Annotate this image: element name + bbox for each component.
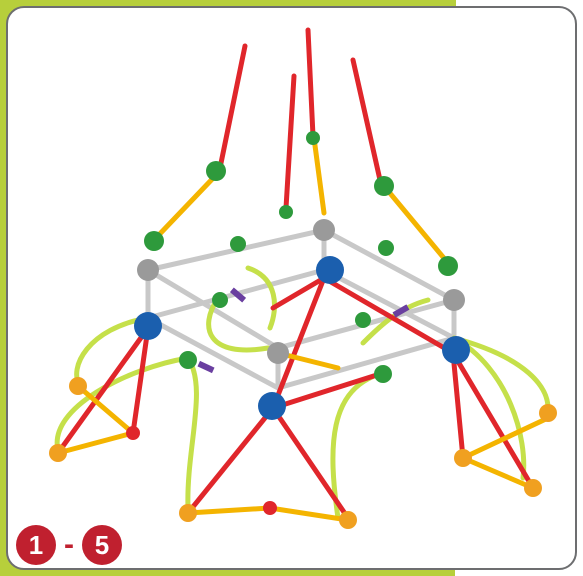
purple-clips xyxy=(197,287,410,374)
upper-yellow-rods xyxy=(151,135,451,266)
instruction-panel xyxy=(6,6,577,570)
tower-model-illustration xyxy=(49,27,557,529)
blue-connectors xyxy=(134,256,470,420)
top-red-rods xyxy=(217,27,383,211)
orange-connectors xyxy=(49,377,557,529)
step-end-number: 5 xyxy=(82,525,122,565)
step-range-separator: - xyxy=(64,528,74,561)
green-connectors xyxy=(144,131,458,383)
step-range-badge: 1 - 5 xyxy=(16,523,122,567)
red-leg-rods xyxy=(55,275,536,521)
step-start-number: 1 xyxy=(16,525,56,565)
frame-edge xyxy=(455,0,456,8)
grey-connectors xyxy=(137,219,465,364)
